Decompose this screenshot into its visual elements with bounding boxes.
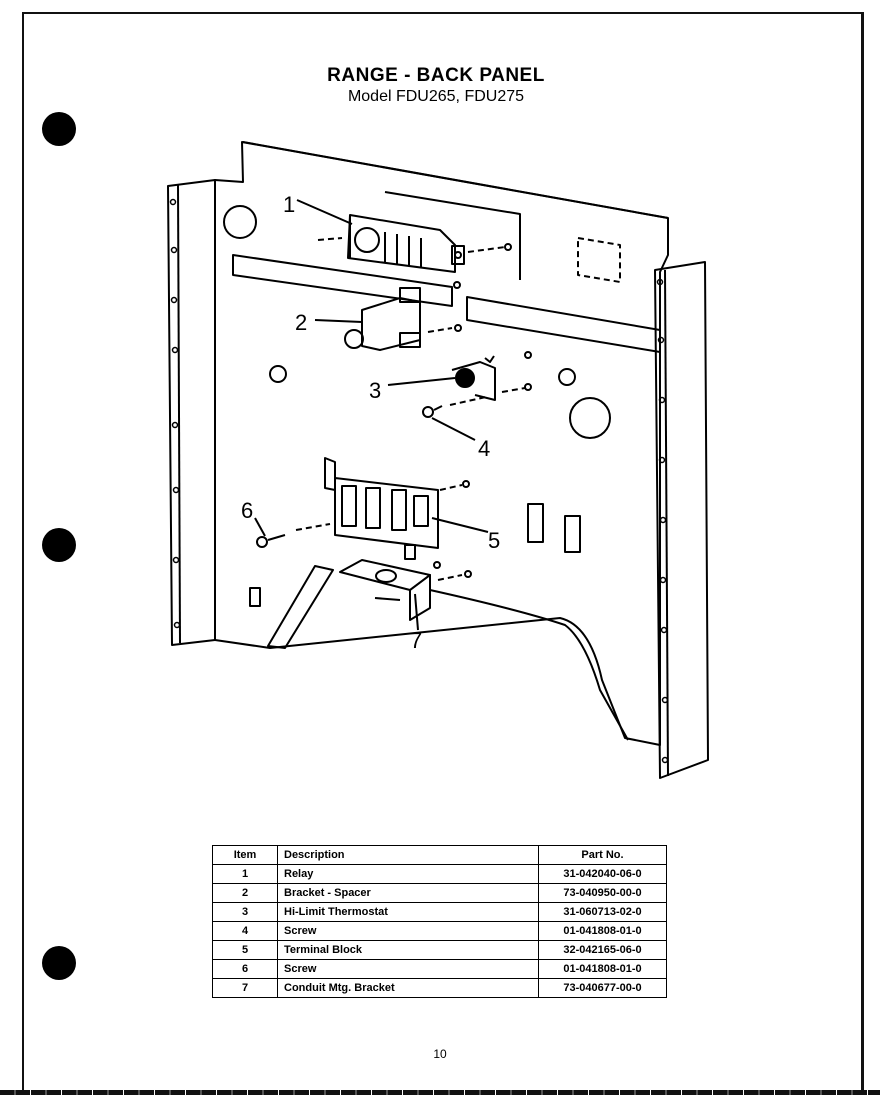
cell-description: Terminal Block	[277, 940, 539, 960]
leader-3	[387, 377, 456, 386]
upper-rail	[232, 254, 453, 307]
callout-7: 7	[410, 628, 422, 653]
cell-part-no: 31-060713-02-0	[538, 902, 667, 922]
table-row: 4 Screw 01-041808-01-0	[212, 921, 667, 941]
header-item: Item	[212, 845, 278, 865]
panel-hole	[344, 329, 364, 349]
cell-part-no: 73-040950-00-0	[538, 883, 667, 903]
punch-hole-bottom	[42, 946, 76, 980]
leader-1	[296, 199, 353, 225]
page-border	[22, 12, 864, 1092]
page-subtitle: Model FDU265, FDU275	[347, 88, 525, 105]
parts-table: Item Description Part No. 1 Relay 31-042…	[212, 845, 667, 998]
scan-edge	[0, 1090, 880, 1095]
hi-limit-thermostat	[451, 351, 532, 401]
callout-5: 5	[488, 528, 500, 553]
cell-description: Relay	[277, 864, 539, 884]
page-title: RANGE - BACK PANEL	[327, 65, 545, 86]
table-row: 7 Conduit Mtg. Bracket 73-040677-00-0	[212, 978, 667, 998]
cell-item: 4	[212, 921, 278, 941]
callout-2: 2	[295, 310, 307, 335]
panel-hole	[269, 365, 287, 383]
screw-6	[256, 523, 331, 548]
cell-description: Screw	[277, 959, 539, 979]
conduit-mounting-bracket	[339, 559, 472, 621]
panel-slot	[527, 503, 544, 543]
leader-2	[314, 319, 363, 323]
cell-item: 2	[212, 883, 278, 903]
cell-description: Hi-Limit Thermostat	[277, 902, 539, 922]
relay	[317, 214, 512, 273]
callout-1: 1	[283, 192, 295, 217]
back-panel-outline	[214, 141, 669, 746]
terminal-block	[324, 457, 470, 560]
header-part-no: Part No.	[538, 845, 667, 865]
panel-hole	[558, 368, 576, 386]
cell-description: Conduit Mtg. Bracket	[277, 978, 539, 998]
cell-item: 1	[212, 864, 278, 884]
conduit	[267, 565, 334, 649]
cell-item: 3	[212, 902, 278, 922]
header-description: Description	[277, 845, 539, 865]
callout-6: 6	[241, 498, 253, 523]
spacer-bracket	[361, 281, 462, 351]
table-row: 6 Screw 01-041808-01-0	[212, 959, 667, 979]
callout-3: 3	[369, 378, 381, 403]
left-flange	[167, 179, 216, 646]
cell-part-no: 73-040677-00-0	[538, 978, 667, 998]
cell-part-no: 01-041808-01-0	[538, 959, 667, 979]
leader-6	[254, 517, 266, 537]
panel-slot	[564, 515, 581, 553]
panel-slot	[249, 587, 261, 607]
cell-description: Bracket - Spacer	[277, 883, 539, 903]
table-row: 3 Hi-Limit Thermostat 31-060713-02-0	[212, 902, 667, 922]
back-panel-diagram: 1 2 3 4 5 6 7	[167, 141, 709, 779]
cell-part-no: 31-042040-06-0	[538, 864, 667, 884]
panel-top-edge	[242, 141, 669, 219]
cell-item: 6	[212, 959, 278, 979]
callout-4: 4	[478, 436, 490, 461]
cell-part-no: 32-042165-06-0	[538, 940, 667, 960]
recess-panel	[384, 191, 521, 280]
dashed-cutout	[577, 237, 621, 283]
panel-hole	[569, 397, 611, 439]
punch-hole-middle	[42, 528, 76, 562]
cell-description: Screw	[277, 921, 539, 941]
cell-item: 7	[212, 978, 278, 998]
right-flange	[654, 261, 709, 779]
parts-table-header: Item Description Part No.	[212, 845, 667, 865]
panel-hole	[223, 205, 257, 239]
cell-part-no: 01-041808-01-0	[538, 921, 667, 941]
leader-7	[414, 593, 419, 631]
leader-5	[431, 517, 489, 533]
middle-rail	[466, 296, 661, 353]
leader-4	[431, 417, 476, 441]
page-number: 10	[433, 1047, 447, 1061]
table-row: 1 Relay 31-042040-06-0	[212, 864, 667, 884]
punch-hole-top	[42, 112, 76, 146]
screw-4	[422, 396, 487, 418]
cell-item: 5	[212, 940, 278, 960]
table-row: 2 Bracket - Spacer 73-040950-00-0	[212, 883, 667, 903]
table-row: 5 Terminal Block 32-042165-06-0	[212, 940, 667, 960]
